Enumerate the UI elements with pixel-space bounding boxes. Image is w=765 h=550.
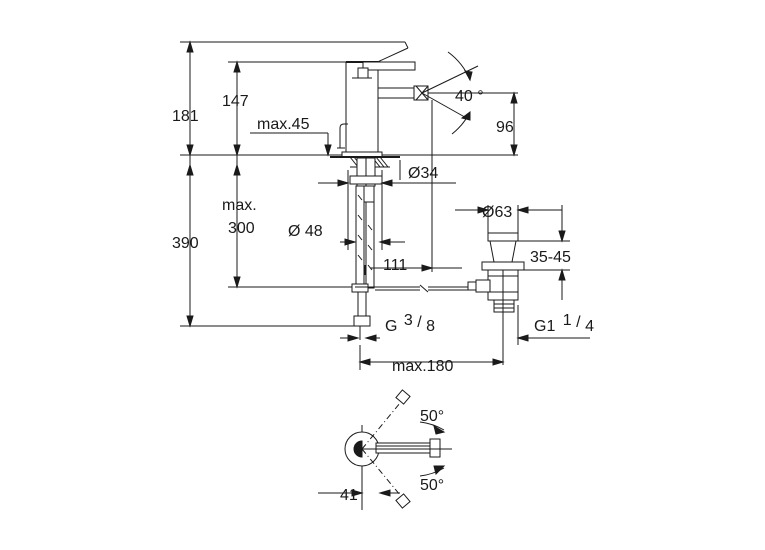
label-depth-max-b: 300 — [228, 220, 255, 237]
lever-angle-arc — [421, 51, 518, 135]
label-plan-offset: 41 — [340, 487, 358, 504]
lever-max-dim — [250, 132, 332, 157]
thread-waste-den: 4 — [585, 318, 594, 335]
label-depth-total: 390 — [172, 235, 199, 252]
plan-view — [318, 389, 452, 510]
label-depth-max-a: max. — [222, 197, 257, 214]
thread-hose-main: G — [385, 318, 397, 335]
label-waste-diameter: Ø63 — [482, 204, 512, 221]
spout-height-dim — [510, 91, 518, 157]
label-height-total: 181 — [172, 108, 199, 125]
label-waste-range: 35-45 — [530, 249, 571, 266]
body-diameter-dim — [318, 160, 456, 187]
hole-diameter-dim — [340, 170, 405, 250]
thread-hose-den: 8 — [426, 318, 435, 335]
label-thread-waste: G1 1 / 4 — [534, 312, 594, 335]
label-height-spout: 147 — [222, 93, 249, 110]
label-reach: 111 — [383, 257, 407, 274]
faucet-body — [330, 61, 470, 340]
label-thread-hose: G 3 / 8 — [385, 312, 435, 335]
label-hole-diameter: Ø 48 — [288, 223, 323, 240]
label-width-max: max.180 — [392, 358, 453, 375]
reach-dim — [364, 100, 462, 275]
label-swivel-bottom: 50° — [420, 477, 444, 494]
thread-waste-main: G1 — [534, 318, 555, 335]
thread-hose-num: 3 — [404, 312, 413, 329]
label-lever-angle: 40 ° — [455, 88, 484, 105]
label-swivel-top: 50° — [420, 408, 444, 425]
thread-waste-num: 1 — [563, 312, 572, 329]
label-body-diameter: Ø34 — [408, 165, 438, 182]
bottom-dims — [340, 334, 505, 370]
vertical-dimension-lines — [180, 40, 518, 328]
pop-up-waste — [455, 205, 590, 365]
label-spout-height: 96 — [496, 119, 514, 136]
dimension-labels: 181 147 max.45 40 ° 96 Ø34 max. 300 390 … — [172, 88, 594, 504]
label-lever-max: max.45 — [257, 116, 310, 133]
